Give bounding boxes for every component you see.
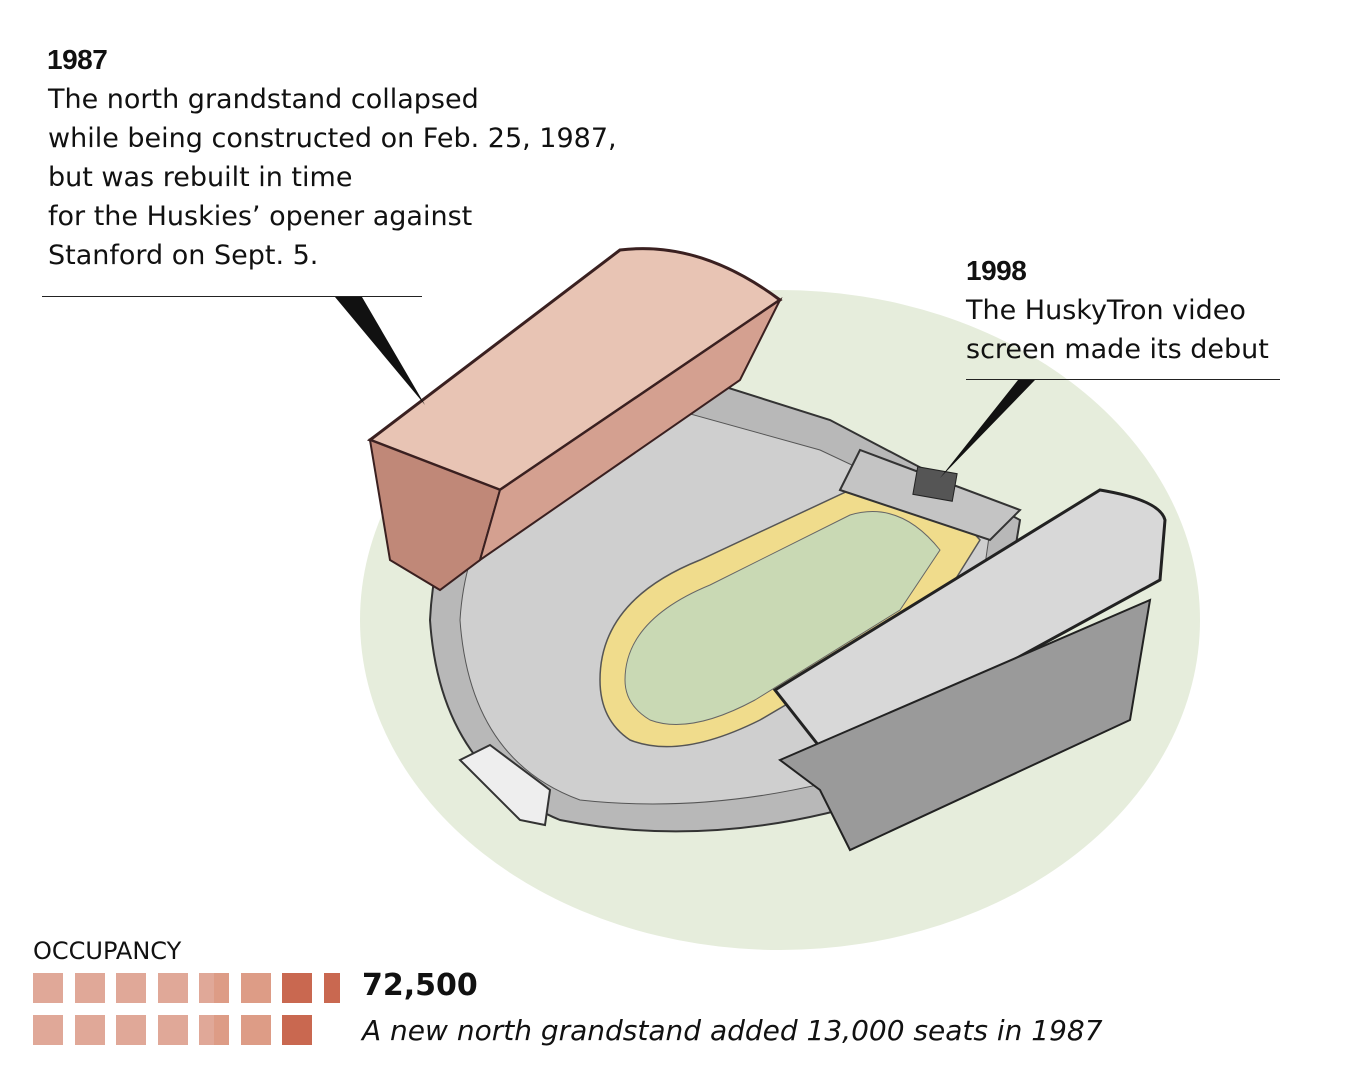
occupancy-square [74, 973, 105, 1003]
occupancy-caption: A new north grandstand added 13,000 seat… [362, 1014, 1103, 1047]
note-1987: The north grandstand collapsed while bei… [48, 84, 617, 271]
occupancy-square [240, 973, 271, 1003]
callout-pointer-1998 [940, 380, 1035, 478]
occupancy-square [199, 1015, 229, 1045]
football-field [624, 511, 941, 725]
occupancy-square [199, 973, 229, 1003]
north-grandstand-underside [478, 297, 783, 563]
occupancy-square [282, 1015, 312, 1045]
huskytron-screen [912, 466, 958, 502]
occupancy-square [33, 973, 63, 1003]
occupancy-square [116, 1015, 146, 1045]
occupancy-square [282, 973, 312, 1003]
north-grandstand-roof [366, 247, 783, 492]
occupancy-square [74, 1015, 105, 1045]
divider-1987 [42, 296, 422, 297]
year-1998: 1998 [966, 255, 1027, 286]
occupancy-value: 72,500 [362, 968, 478, 1003]
occupancy-square [33, 1015, 63, 1045]
occupancy-square [157, 973, 188, 1003]
occupancy-square [323, 973, 340, 1003]
note-1998: The HuskyTron video screen made its debu… [966, 295, 1269, 365]
callout-pointer-1987 [335, 297, 425, 405]
occupancy-square [116, 973, 146, 1003]
north-grandstand-structure [368, 438, 502, 592]
south-grandstand-structure [778, 598, 1152, 852]
south-grandstand-roof [772, 488, 1167, 762]
divider-1998 [966, 379, 1280, 380]
small-building [458, 743, 552, 827]
occupancy-square [157, 1015, 188, 1045]
year-1987: 1987 [47, 44, 108, 75]
occupancy-square [240, 1015, 271, 1045]
occupancy-label: OCCUPANCY [33, 937, 182, 965]
